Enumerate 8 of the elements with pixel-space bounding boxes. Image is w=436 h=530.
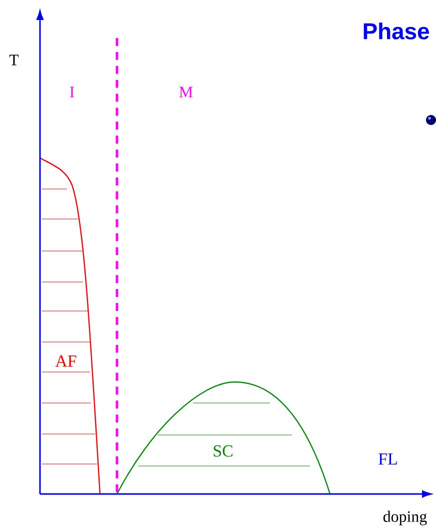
- region-label: SC: [214, 445, 232, 457]
- axis-label: doping: [383, 510, 427, 526]
- region-label: AF: [55, 355, 76, 367]
- region-label: I: [70, 86, 74, 98]
- title: Phase: [364, 22, 430, 40]
- region-label: FL: [378, 453, 397, 465]
- axis-label: T: [9, 54, 19, 66]
- region-label: M: [179, 86, 193, 98]
